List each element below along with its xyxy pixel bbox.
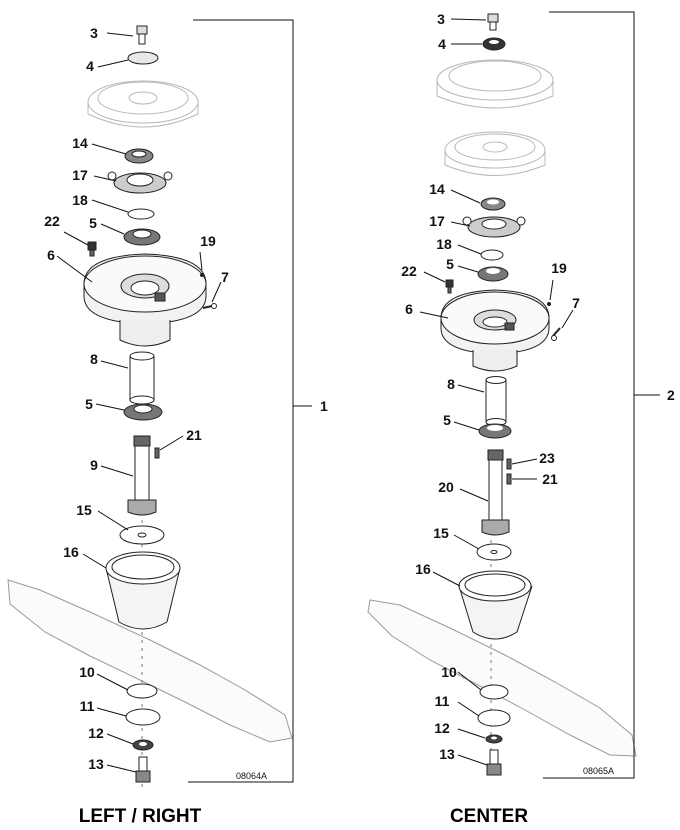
figure-id: 08064A	[236, 771, 267, 781]
lock-washer-part	[485, 734, 503, 744]
callout-number: 10	[79, 664, 95, 680]
blade-illustration	[7, 579, 293, 743]
callout-number: 18	[436, 236, 452, 252]
cotter-pin-part	[202, 303, 217, 309]
left-right-assembly: 1 3 4 14 17 18	[7, 19, 328, 827]
bolt-part	[487, 13, 499, 31]
bearing-part	[480, 197, 506, 211]
washer-part	[126, 683, 158, 699]
washer-part	[477, 709, 511, 727]
callout-number: 17	[429, 213, 445, 229]
assembly-bracket	[543, 11, 635, 779]
hub-part	[107, 171, 173, 194]
bearing-part	[123, 228, 161, 246]
bracket-label: 2	[667, 387, 675, 403]
callout-number: 22	[44, 213, 60, 229]
spindle-shaft-part	[127, 435, 157, 516]
figure-caption: LEFT / RIGHT	[79, 806, 202, 827]
grease-fitting-part	[445, 279, 454, 294]
callout-number: 22	[401, 263, 417, 279]
callout-number: 5	[89, 215, 97, 231]
figure-caption: CENTER	[450, 806, 528, 827]
callout-number: 3	[437, 11, 445, 27]
bracket-label: 1	[320, 398, 328, 414]
ring-part	[480, 249, 504, 261]
washer-part	[482, 37, 506, 51]
callout-number: 14	[429, 181, 445, 197]
callout-number: 5	[446, 256, 454, 272]
callout-number: 19	[200, 233, 216, 249]
spindle-shaft-part	[481, 449, 510, 536]
callout-number: 7	[572, 295, 580, 311]
callout-number: 5	[85, 396, 93, 412]
callout-number: 3	[90, 25, 98, 41]
figure-id: 08065A	[583, 766, 614, 776]
callout-number: 11	[435, 693, 450, 709]
bolt-part	[486, 749, 502, 776]
pulley-ghost	[436, 59, 554, 176]
callout-number: 13	[88, 756, 104, 772]
cup-part	[458, 570, 533, 640]
washer-part	[119, 525, 165, 545]
cup-part	[105, 551, 181, 630]
callout-number: 21	[186, 427, 202, 443]
callout-number: 4	[438, 36, 446, 52]
bearing-part	[124, 148, 154, 164]
bolt-part	[135, 756, 151, 783]
cotter-pin-part	[551, 327, 561, 341]
washer-part	[127, 51, 159, 65]
callout-number: 13	[439, 746, 455, 762]
ring-part	[127, 208, 155, 220]
callout-number: 4	[86, 58, 94, 74]
callout-number: 18	[72, 192, 88, 208]
callout-number: 23	[539, 450, 555, 466]
center-assembly: 2 3 4 14 17	[367, 11, 675, 827]
key-part	[154, 447, 160, 459]
pin-part	[200, 273, 204, 277]
blade-illustration	[367, 599, 637, 757]
callout-number: 11	[80, 698, 95, 714]
callout-number: 12	[88, 725, 104, 741]
key-part	[506, 473, 512, 485]
callout-number: 6	[47, 247, 55, 263]
assembly-bracket	[188, 19, 294, 783]
callout-number: 12	[434, 720, 450, 736]
bearing-part	[123, 403, 163, 421]
callout-number: 10	[441, 664, 457, 680]
spacer-tube-part	[485, 376, 507, 426]
spacer-tube-part	[129, 351, 155, 405]
key-part	[506, 458, 512, 470]
lock-washer-part	[132, 739, 154, 751]
bearing-part	[478, 423, 512, 439]
callout-number: 16	[415, 561, 431, 577]
callout-number: 21	[542, 471, 558, 487]
callout-number: 9	[90, 457, 98, 473]
washer-part	[125, 708, 161, 726]
callout-number: 6	[405, 301, 413, 317]
pulley-ghost	[87, 80, 199, 128]
callout-number: 19	[551, 260, 567, 276]
callout-number: 7	[221, 269, 229, 285]
hub-part	[462, 216, 526, 238]
leader-lines	[56, 32, 222, 773]
callout-number: 16	[63, 544, 79, 560]
spindle-housing-part	[440, 289, 550, 372]
spindle-housing-part	[83, 253, 207, 347]
washer-part	[479, 684, 509, 700]
callout-number: 17	[72, 167, 88, 183]
callout-number: 8	[90, 351, 98, 367]
callout-number: 5	[443, 412, 451, 428]
callout-number: 15	[433, 525, 449, 541]
washer-part	[476, 543, 512, 561]
pin-part	[547, 302, 551, 306]
bolt-part	[136, 25, 148, 45]
callout-number: 8	[447, 376, 455, 392]
leader-lines	[419, 18, 574, 766]
bearing-part	[477, 266, 509, 282]
callout-number: 14	[72, 135, 88, 151]
callout-number: 20	[438, 479, 454, 495]
callout-number: 15	[76, 502, 92, 518]
grease-fitting-part	[87, 241, 97, 257]
